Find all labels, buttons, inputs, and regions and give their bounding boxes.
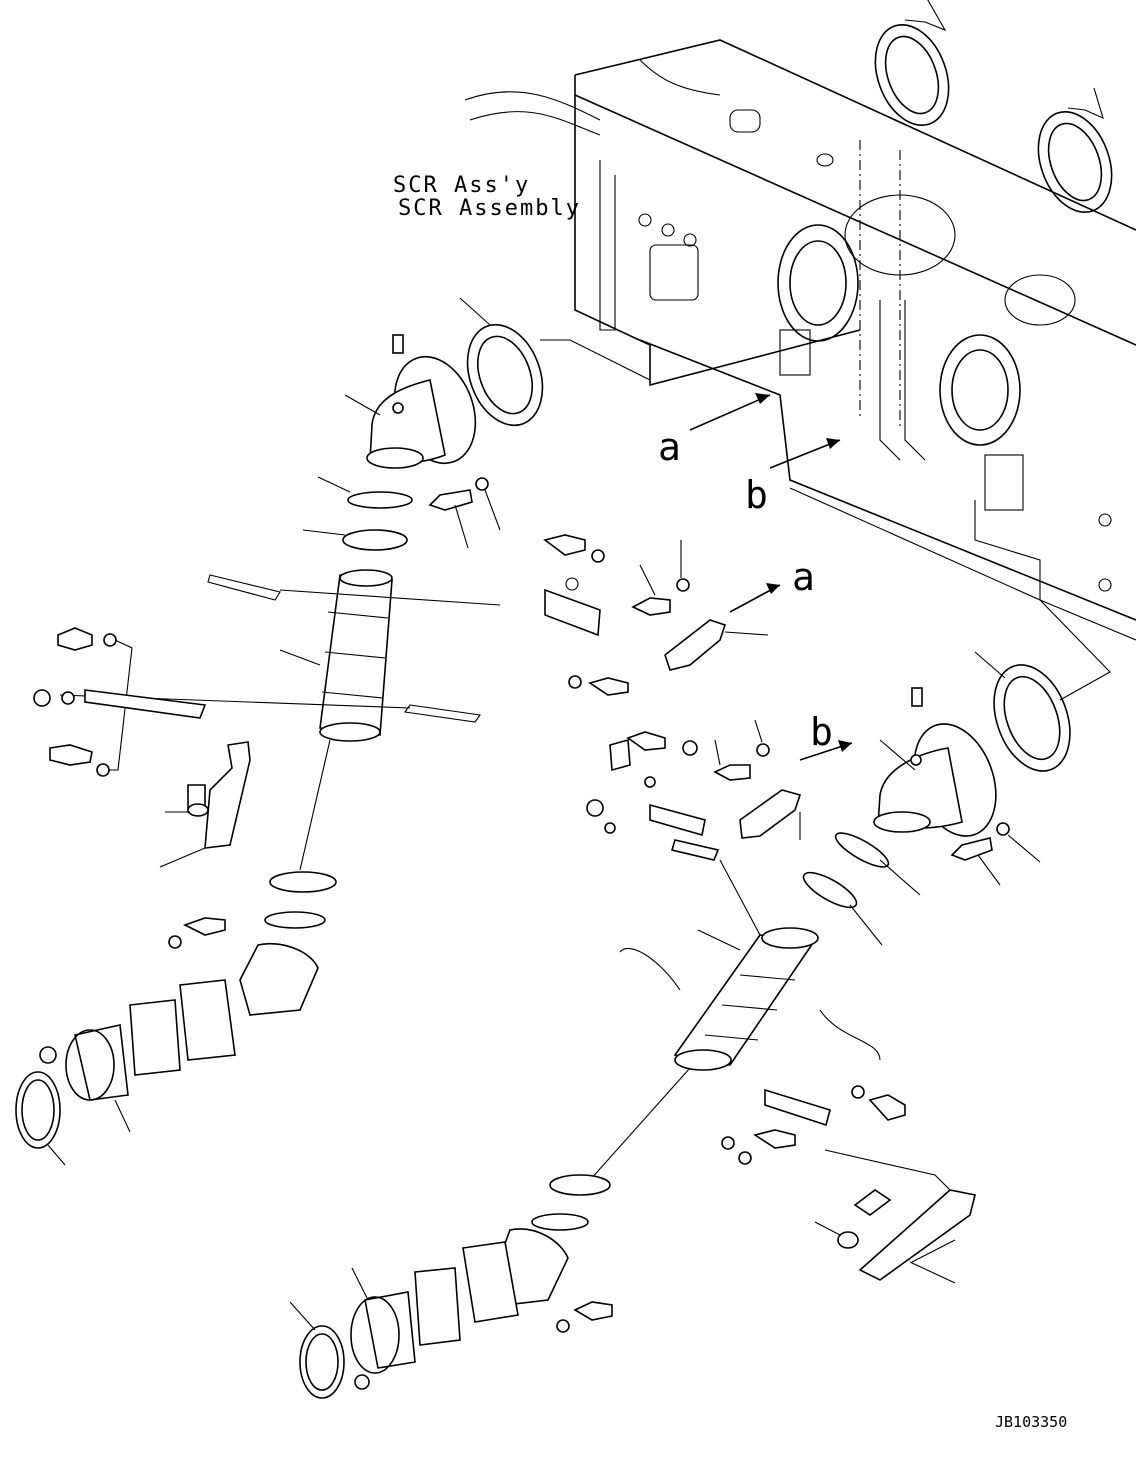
gasket-left-flange	[459, 297, 544, 427]
arrow-label-a-1: a	[658, 425, 681, 469]
seal-ring-left	[317, 476, 413, 509]
gasket-right-flange	[974, 651, 1071, 772]
scr-title-line1: SCR Ass'y	[393, 173, 530, 198]
bracket-b	[586, 719, 802, 861]
bolt-left-elbow	[428, 477, 501, 549]
arrow-label-b-2: b	[810, 710, 833, 754]
scr-assembly-frame	[464, 39, 1136, 641]
bellows-pipe-right	[589, 859, 881, 1181]
lower-right-bracket	[721, 1085, 976, 1284]
clamp-right-upper	[802, 871, 883, 946]
elbow-pipe-left	[344, 334, 477, 469]
bellows-pipe-left	[279, 569, 393, 871]
gasket-upper-1	[874, 0, 950, 127]
clamp-left-upper	[302, 529, 408, 551]
bracket-a	[543, 534, 769, 696]
scr-title-line2: SCR Assembly	[398, 196, 581, 221]
arrow-label-b-1: b	[745, 473, 768, 517]
bracket-hardware-left	[33, 627, 251, 868]
lower-right-stack	[289, 1174, 613, 1399]
bolt-right-elbow	[950, 822, 1041, 886]
elbow-pipe-right	[873, 687, 997, 837]
lower-left-stack	[15, 871, 337, 1166]
seal-ring-right	[834, 832, 921, 896]
drawing-code: JB103350	[995, 1413, 1067, 1431]
gasket-upper-2	[1037, 87, 1113, 214]
leader-arrows	[540, 339, 1111, 761]
arrow-label-a-2: a	[792, 555, 815, 599]
